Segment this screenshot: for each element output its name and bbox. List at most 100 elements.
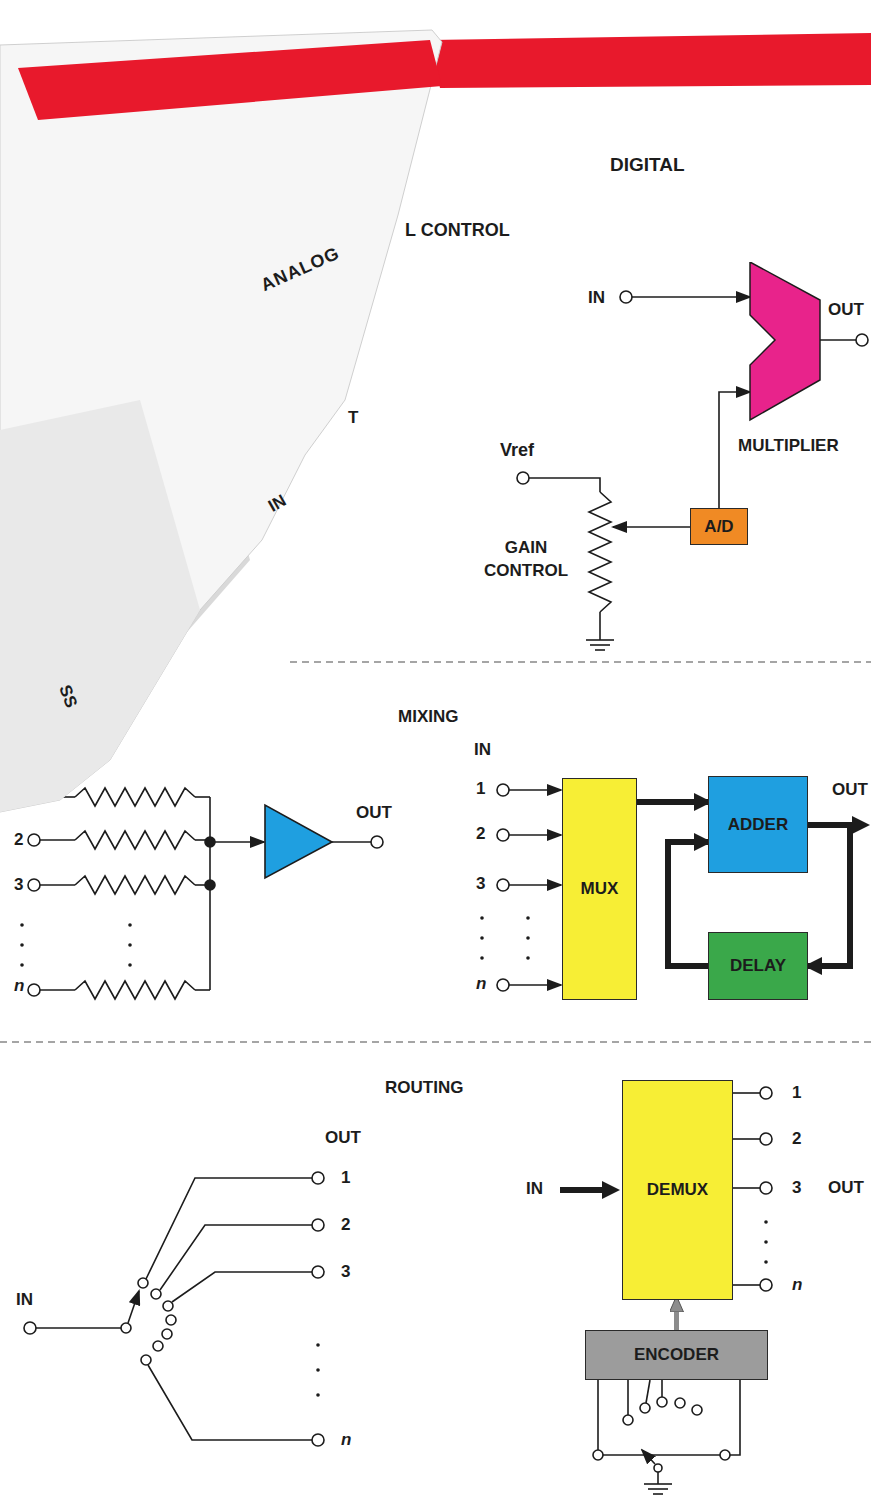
switch-contact [657, 1397, 667, 1407]
ellipsis-dot [316, 1368, 320, 1372]
terminal [497, 879, 509, 891]
terminal [517, 472, 529, 484]
box-label: A/D [704, 517, 733, 537]
wire [172, 1272, 312, 1302]
ellipsis-dot [764, 1220, 768, 1224]
ellipsis-dot [316, 1393, 320, 1397]
ellipsis-dot [764, 1260, 768, 1264]
wire [40, 884, 75, 886]
terminal [760, 1182, 772, 1194]
ellipsis-dot [480, 956, 484, 960]
ellipsis-dot [20, 943, 24, 947]
input-number: 3 [14, 875, 23, 895]
wire [509, 884, 561, 886]
ellipsis-dot [128, 943, 132, 947]
wire [195, 989, 210, 991]
terminal [856, 334, 868, 346]
wire [657, 1472, 659, 1484]
ellipsis-dot [128, 963, 132, 967]
wire [661, 1380, 663, 1397]
separator [0, 1041, 871, 1043]
box-label: DELAY [730, 956, 786, 976]
terminal [312, 1434, 324, 1446]
switch-arm [128, 1291, 139, 1323]
mux-box: MUX [562, 778, 637, 1000]
output-number: n [341, 1430, 351, 1450]
switch-contact [151, 1289, 161, 1299]
box-label: MUX [581, 879, 619, 899]
wire [509, 834, 561, 836]
ellipsis-dot [526, 956, 530, 960]
switch-arm [642, 1450, 655, 1464]
converter-box: A/D [690, 508, 748, 545]
signal-name: OUT [828, 1178, 864, 1198]
amplifier-symbol [265, 805, 332, 878]
terminal [24, 1322, 36, 1334]
folded-paper [0, 30, 442, 812]
output-number: 2 [341, 1215, 350, 1235]
wire [146, 1178, 312, 1279]
signal-name: IN [16, 1290, 33, 1310]
signal-name: IN [265, 491, 289, 516]
input-number: 2 [476, 824, 485, 844]
column-heading: DIGITAL [610, 154, 685, 176]
box-label: DEMUX [647, 1180, 708, 1200]
ellipsis-dot [764, 1240, 768, 1244]
wire [509, 789, 561, 791]
output-number: 3 [792, 1178, 801, 1198]
terminal [760, 1279, 772, 1291]
ground-symbol [653, 1493, 663, 1495]
signal-name: OUT [832, 780, 868, 800]
ground-symbol [595, 649, 605, 651]
wire [632, 296, 750, 298]
connector [808, 825, 850, 966]
signal-name: IN [474, 740, 491, 760]
terminal [760, 1133, 772, 1145]
connector [674, 1300, 679, 1330]
output-number: n [792, 1275, 802, 1295]
terminal [620, 291, 632, 303]
terminal [28, 834, 40, 846]
input-number: n [14, 976, 24, 996]
column-heading: ANALOG [258, 243, 343, 296]
resistor-symbol [75, 831, 195, 849]
wire [40, 839, 75, 841]
text-fragment: T [348, 408, 358, 428]
ellipsis-dot [480, 916, 484, 920]
wire [820, 339, 856, 341]
switch-contact [138, 1278, 148, 1288]
box-label: ENCODER [634, 1345, 719, 1365]
section-heading: ROUTING [385, 1078, 463, 1098]
input-number: n [476, 974, 486, 994]
encoder-box: ENCODER [585, 1330, 768, 1380]
switch-pivot [654, 1464, 662, 1472]
terminal [312, 1219, 324, 1231]
input-number: 3 [476, 874, 485, 894]
wire [529, 478, 600, 492]
wire [733, 1187, 760, 1189]
output-number: 1 [341, 1168, 350, 1188]
output-number: 1 [792, 1083, 801, 1103]
ellipsis-dot [480, 936, 484, 940]
wire [733, 1138, 760, 1140]
ellipsis-dot [526, 916, 530, 920]
multiplier-block: MULTIPLIER [738, 262, 868, 462]
resistor-symbol [75, 876, 195, 894]
signal-name: IN [526, 1179, 543, 1199]
block-name: MULTIPLIER [738, 436, 839, 456]
switch-contact [162, 1329, 172, 1339]
ground-symbol [648, 1488, 668, 1490]
terminal [28, 879, 40, 891]
input-bus [560, 1187, 612, 1193]
ellipsis-dot [20, 963, 24, 967]
switch-pole [603, 1454, 720, 1456]
wire [509, 984, 561, 986]
potentiometer-symbol [589, 492, 611, 612]
ground-symbol [644, 1483, 672, 1485]
ground-symbol [590, 644, 610, 646]
switch-contact [153, 1341, 163, 1351]
separator [290, 661, 871, 663]
output-number: 3 [341, 1262, 350, 1282]
resistor-symbol [75, 981, 195, 999]
